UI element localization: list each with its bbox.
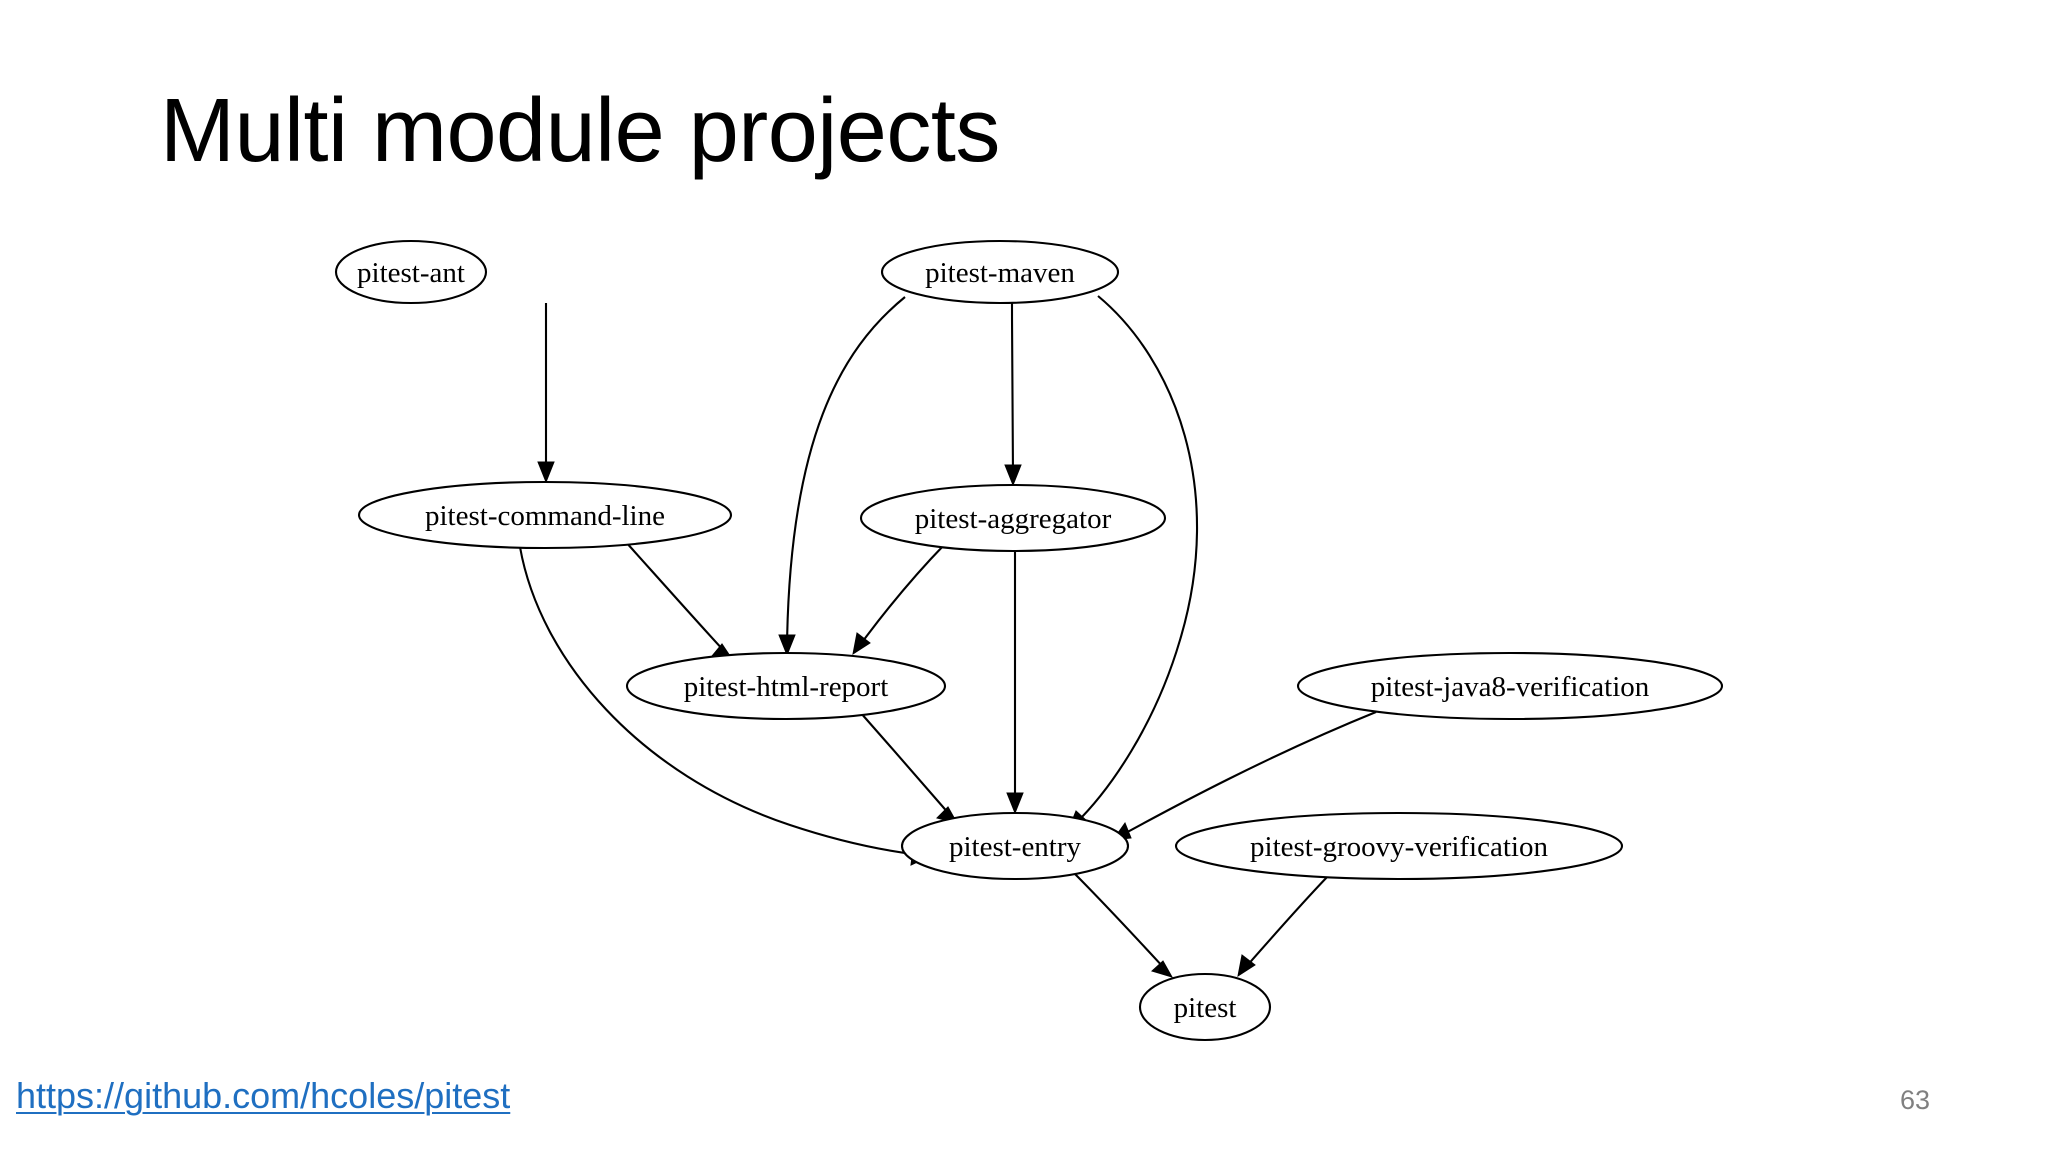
arrowhead-icon: [1151, 960, 1174, 978]
graph-edge: [1071, 870, 1174, 978]
graph-edge: [1067, 295, 1199, 832]
graph-node-pitest-entry[interactable]: pitest-entry: [900, 811, 1130, 881]
node-ellipse: [859, 483, 1167, 553]
graph-node-pitest-ant[interactable]: pitest-ant: [334, 239, 488, 305]
node-ellipse: [900, 811, 1130, 881]
arrowhead-icon: [1006, 792, 1024, 815]
node-label: pitest-html-report: [684, 671, 889, 703]
node-label: pitest-java8-verification: [1371, 671, 1650, 703]
graph-node-pitest-aggregator[interactable]: pitest-aggregator: [859, 483, 1167, 553]
arrowhead-icon: [537, 461, 555, 484]
edge-line: [859, 543, 946, 646]
node-label: pitest-aggregator: [915, 503, 1112, 535]
graph-edge: [778, 296, 906, 657]
node-label: pitest-command-line: [425, 500, 665, 532]
arrowhead-icon: [1004, 464, 1022, 487]
node-label: pitest-entry: [949, 831, 1082, 863]
graph-node-pitest-java8-verification[interactable]: pitest-java8-verification: [1296, 651, 1724, 721]
node-ellipse: [1296, 651, 1724, 721]
graph-nodes-layer: pitest-ant pitest-maven pitest-command-lin…: [334, 239, 1724, 1042]
graph-node-pitest-groovy-verification[interactable]: pitest-groovy-verification: [1174, 811, 1624, 881]
node-ellipse: [625, 651, 947, 721]
node-ellipse: [334, 239, 488, 305]
node-label: pitest: [1174, 992, 1237, 1024]
node-label: pitest-groovy-verification: [1250, 831, 1548, 863]
graph-edge: [859, 711, 959, 824]
edge-line: [1244, 873, 1331, 969]
arrowhead-icon: [778, 634, 796, 657]
graph-edge: [624, 540, 734, 660]
graph-node-pitest-command-line[interactable]: pitest-command-line: [357, 480, 733, 550]
graph-edge: [1237, 873, 1331, 978]
node-label: pitest-maven: [925, 257, 1075, 289]
source-repository-link[interactable]: https://github.com/hcoles/pitest: [16, 1075, 511, 1116]
graph-canvas: pitest-ant pitest-maven pitest-command-lin…: [334, 239, 1724, 1042]
slide-page-number: 63: [1900, 1085, 1931, 1115]
edge-line: [1074, 295, 1199, 825]
node-ellipse: [880, 239, 1120, 305]
node-ellipse: [1174, 811, 1624, 881]
graph-node-pitest-maven[interactable]: pitest-maven: [880, 239, 1120, 305]
dependency-graph: pitest-ant pitest-maven pitest-command-lin…: [0, 190, 2048, 1070]
page-title: Multi module projects: [160, 81, 1000, 181]
edge-line: [624, 540, 726, 653]
edge-line: [1071, 870, 1166, 970]
node-ellipse: [1138, 972, 1272, 1042]
graph-edge: [1004, 302, 1022, 487]
graph-edge: [537, 303, 555, 484]
node-ellipse: [357, 480, 733, 550]
graph-edge: [1006, 550, 1024, 815]
edge-line: [859, 711, 951, 816]
graph-node-pitest-html-report[interactable]: pitest-html-report: [625, 651, 947, 721]
graph-edges-layer: [518, 295, 1377, 978]
node-label: pitest-ant: [357, 257, 465, 289]
graph-node-pitest[interactable]: pitest: [1138, 972, 1272, 1042]
graph-edge: [852, 543, 946, 656]
edge-line: [1121, 711, 1377, 836]
edge-line: [518, 546, 921, 857]
arrowhead-icon: [1237, 954, 1256, 978]
edge-line: [785, 296, 906, 646]
edge-line: [1010, 302, 1015, 477]
arrowhead-icon: [852, 632, 871, 656]
